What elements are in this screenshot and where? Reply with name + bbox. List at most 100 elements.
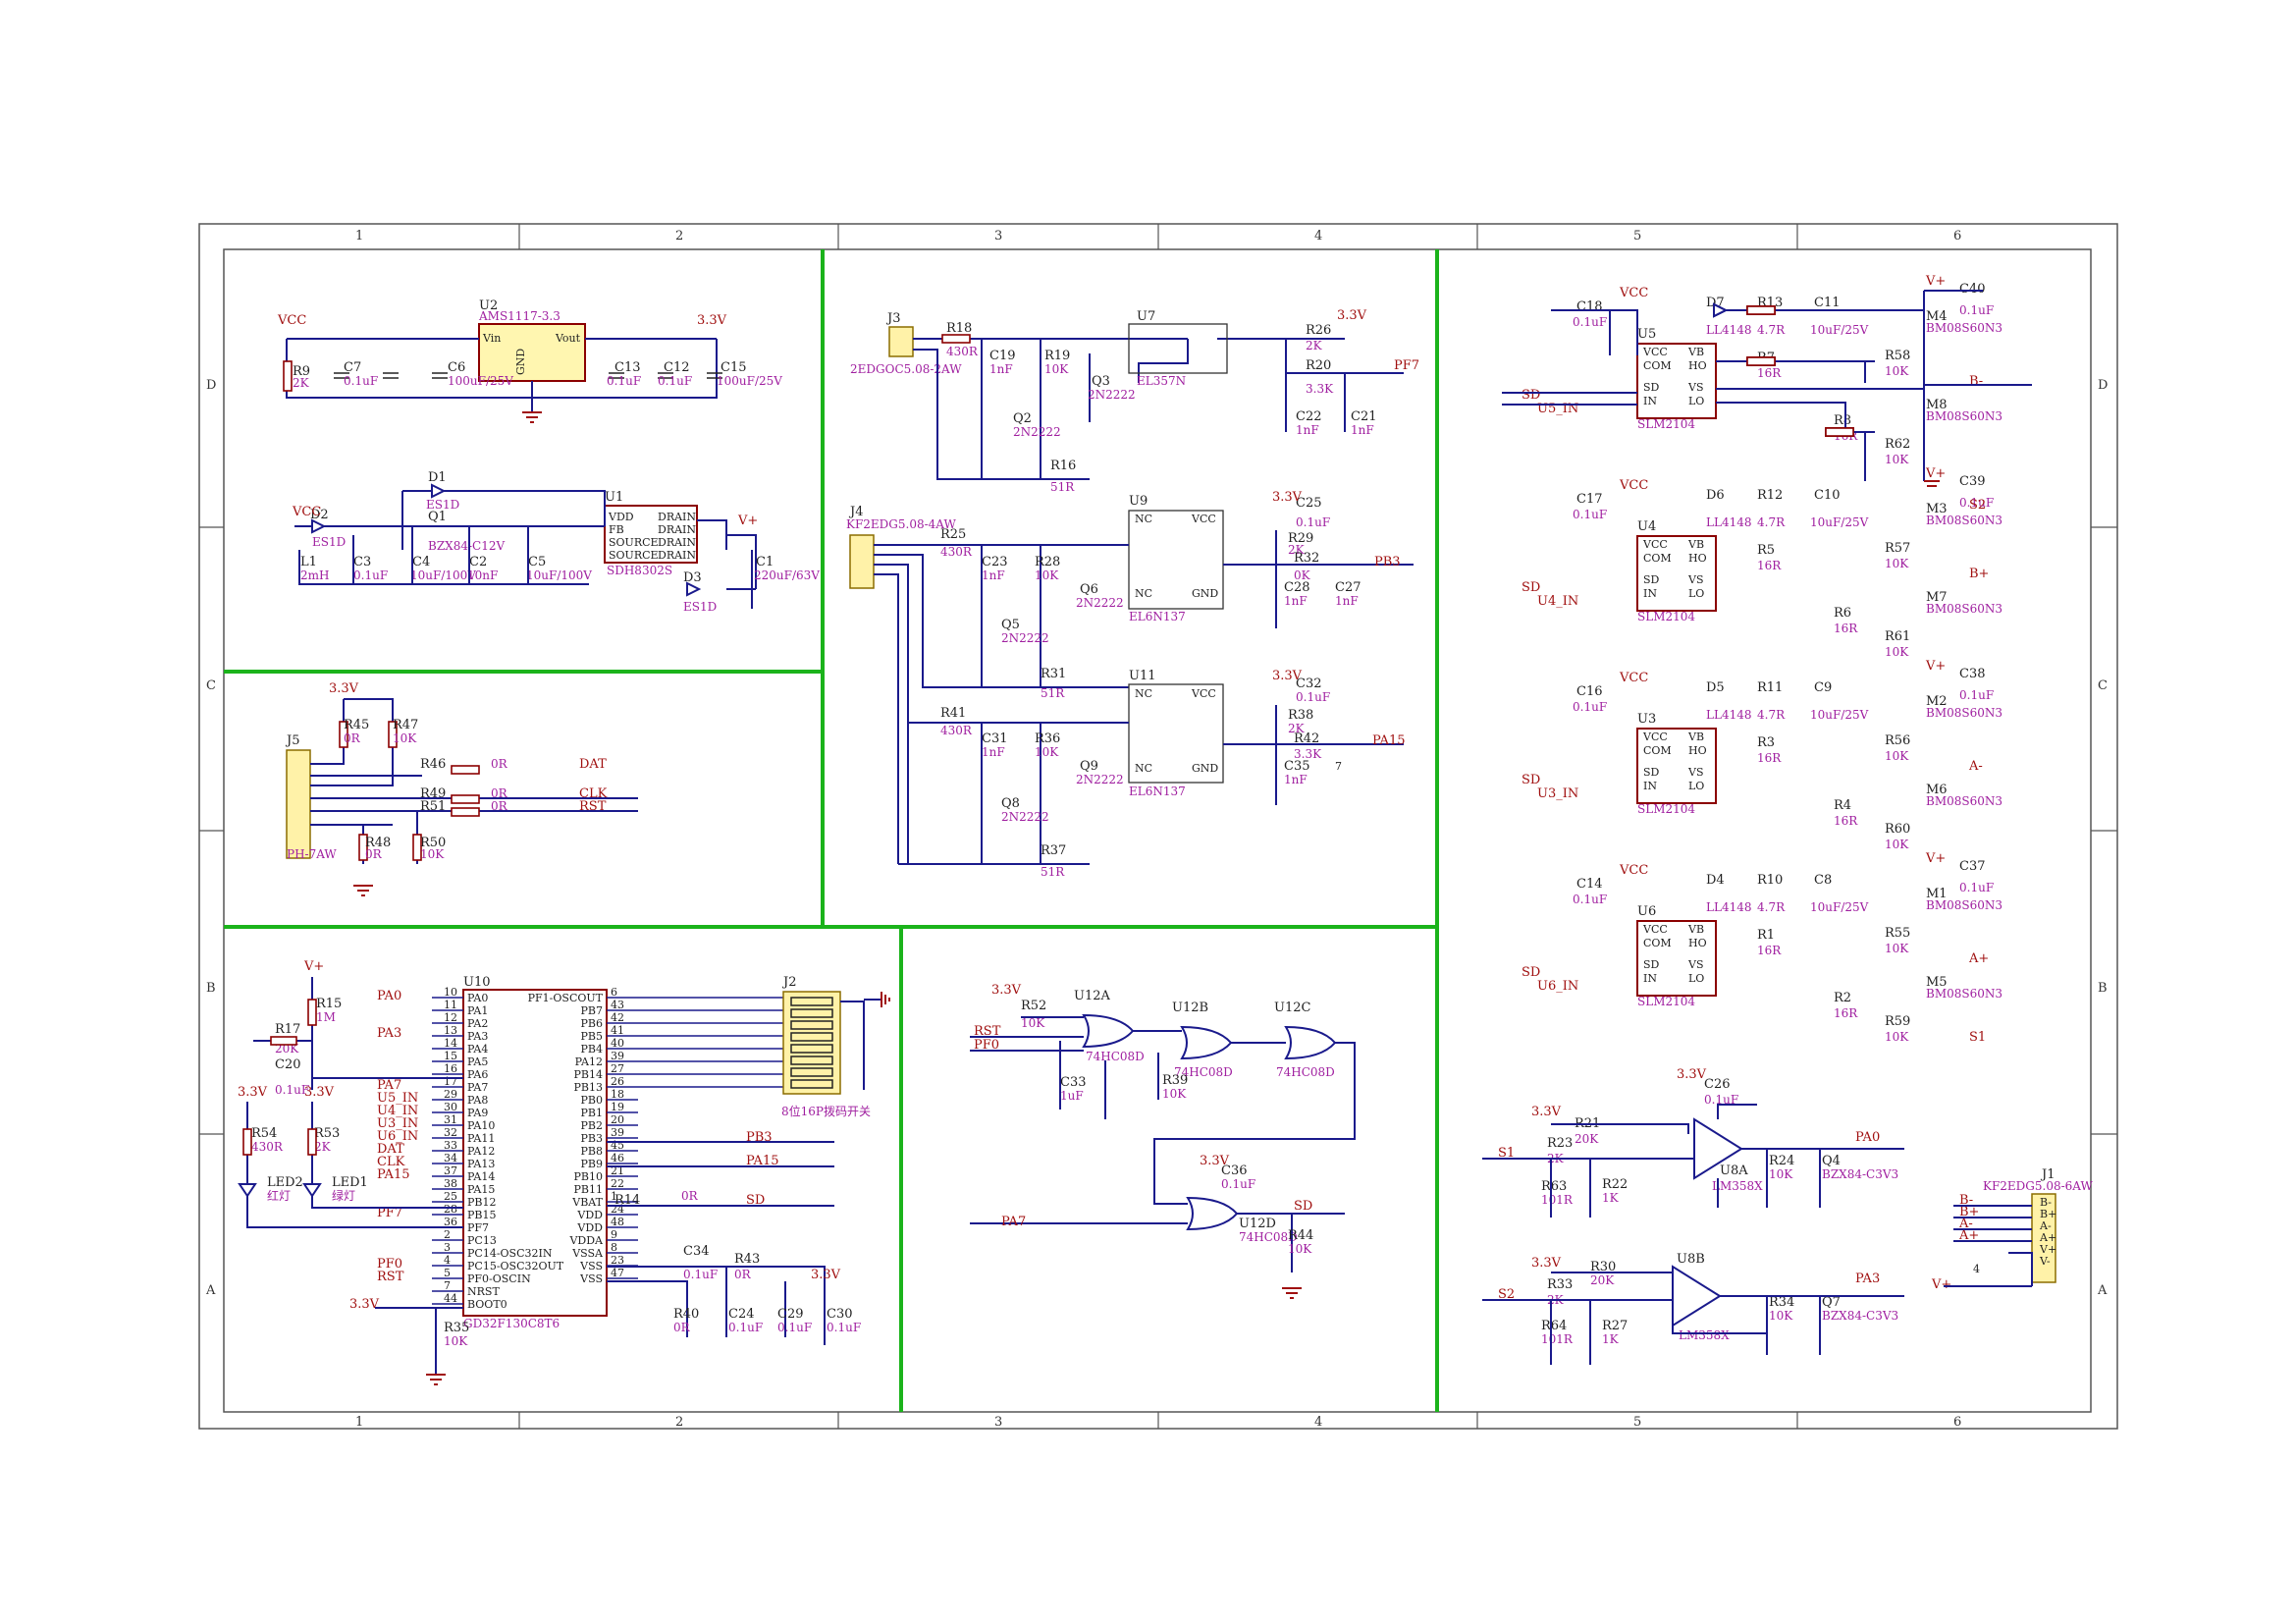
r24-val: 10K (1769, 1167, 1793, 1181)
mcu-right-pin-number: 8 (611, 1241, 617, 1254)
c29-val: 0.1uF (777, 1321, 812, 1334)
sd-net-logic: SD (1294, 1199, 1312, 1214)
r51-resistor (451, 807, 480, 817)
zone-row-c: C (206, 678, 216, 693)
j3-ref: J3 (885, 311, 900, 326)
u1-val: SDH8302S (607, 564, 672, 577)
driver-label: COM (1643, 937, 1672, 949)
c23-val: 1nF (982, 568, 1005, 582)
driver-label: HO (1688, 744, 1707, 757)
zone-col-1: 1 (355, 229, 363, 244)
u11-gnd: GND (1192, 762, 1218, 775)
r54-val: 430R (251, 1140, 284, 1154)
mcu-right-pin-number: 43 (611, 999, 624, 1011)
r45-ref: R45 (344, 718, 369, 732)
r48-ref: R48 (365, 836, 391, 850)
r20-val: 3.3K (1306, 382, 1334, 396)
u7-optocoupler (1128, 323, 1228, 374)
mcu-left-pin-number: 17 (444, 1075, 457, 1088)
driver-label: 16R (1834, 814, 1858, 828)
driver-label: 0.1uF (1573, 508, 1607, 521)
zone-labels: 1 2 3 4 5 6 1 2 3 4 5 6 D C B A D C B A (205, 229, 2108, 1430)
u8a-val: LM358X (1712, 1179, 1763, 1193)
r46-ref: R46 (420, 757, 446, 772)
j1-pin-1: B- (2040, 1196, 2052, 1209)
r27-ref: R27 (1602, 1319, 1628, 1333)
r37-ref: R37 (1041, 843, 1066, 858)
r22-val: 1K (1602, 1191, 1620, 1205)
driver-label: HO (1688, 937, 1707, 949)
r18-ref: R18 (946, 321, 972, 336)
r63-val: 101R (1541, 1193, 1574, 1207)
j1-net-bplus: B+ (1959, 1205, 1979, 1219)
mcu-left-pin-number: 5 (444, 1267, 451, 1279)
c1-ref: C1 (756, 555, 774, 569)
driver-label: U5 (1637, 327, 1656, 342)
driver-label: SD (1522, 965, 1540, 980)
driver-label: LL4148 (1706, 900, 1751, 914)
mcu-left-pin-label: PF7 (467, 1221, 489, 1234)
c3-ref: C3 (353, 555, 371, 569)
mcu-right-pin-label: PB13 (574, 1081, 603, 1094)
driver-label: 10uF/25V (1810, 515, 1869, 529)
mcu-left-pins: PA010PA111PA212PA313PA414PA515PA616PA717… (432, 986, 564, 1311)
driver-label: 16R (1757, 366, 1782, 380)
c33-val: 1uF (1060, 1089, 1084, 1103)
mcu-right-pin-number: 26 (611, 1075, 624, 1088)
mcu-right-pin-number: 23 (611, 1254, 624, 1267)
mcu-right-pin-label: VSS (579, 1272, 603, 1285)
q8-ref: Q8 (1001, 796, 1020, 811)
driver-label: 10K (1885, 645, 1909, 659)
c19-val: 1nF (989, 362, 1013, 376)
mcu-right-pin-number: 19 (611, 1101, 624, 1113)
c27-ref: C27 (1335, 580, 1362, 595)
driver-label: VS (1687, 381, 1703, 394)
driver-resistor (1746, 356, 1776, 366)
c2-val: 10nF (467, 568, 498, 582)
pa0-net-mcu: PA0 (377, 989, 401, 1003)
v33-net-u12d: 3.3V (1200, 1154, 1230, 1168)
mcu-left-pin-label: PC13 (467, 1234, 497, 1247)
mcu-right-pin-number: 40 (611, 1037, 624, 1050)
u11-nc2: NC (1135, 762, 1152, 775)
zone-col-4-b: 4 (1314, 1415, 1322, 1430)
d3-ref: D3 (683, 570, 702, 585)
mcu-left-pin-number: 10 (444, 986, 457, 999)
d1-ref: D1 (428, 470, 447, 485)
driver-label: U4_IN (1537, 594, 1578, 609)
r26-val: 2K (1306, 339, 1323, 352)
driver-label: BM08S60N3 (1926, 794, 2002, 808)
u8b-opamp (1672, 1265, 1722, 1327)
mcu-left-pin-label: PB15 (467, 1209, 496, 1221)
driver-label: 16R (1757, 751, 1782, 765)
v33-net-1: 3.3V (697, 313, 727, 328)
v33-net-u7: 3.3V (1337, 308, 1367, 323)
u9-val: EL6N137 (1129, 610, 1186, 623)
zone-col-4: 4 (1314, 229, 1322, 244)
c30-val: 0.1uF (827, 1321, 861, 1334)
c33-ref: C33 (1060, 1075, 1087, 1090)
driver-label: 10uF/25V (1810, 900, 1869, 914)
j1-pin-2: B+ (2040, 1208, 2056, 1220)
j1-net-aplus: A+ (1958, 1228, 1979, 1243)
pa3-net-mcu: PA3 (377, 1026, 401, 1041)
mcu-left-pin-label: BOOT0 (467, 1298, 507, 1311)
dat-net-mcu: DAT (377, 1142, 404, 1157)
mcu-right-pin-label: VSSA (571, 1247, 604, 1260)
u1-drain-1: DRAIN (658, 511, 696, 523)
r14-val: 0R (681, 1189, 699, 1203)
driver-label: VB (1687, 731, 1704, 743)
q1-ref: Q1 (428, 510, 447, 524)
r49-resistor (451, 794, 480, 804)
c28-val: 1nF (1284, 594, 1308, 608)
r15-ref: R15 (316, 997, 342, 1011)
led2-diode (238, 1183, 257, 1198)
mcu-right-pin-number: 42 (611, 1011, 624, 1024)
mcu-left-pin-label: PA8 (467, 1094, 488, 1107)
u7-val: EL357N (1137, 374, 1186, 388)
v33-net-opamp: 3.3V (1677, 1067, 1707, 1082)
d2-ref: D2 (310, 508, 329, 522)
driver-label: SLM2104 (1637, 802, 1695, 816)
j1-net-bminus: B- (1959, 1193, 1973, 1208)
